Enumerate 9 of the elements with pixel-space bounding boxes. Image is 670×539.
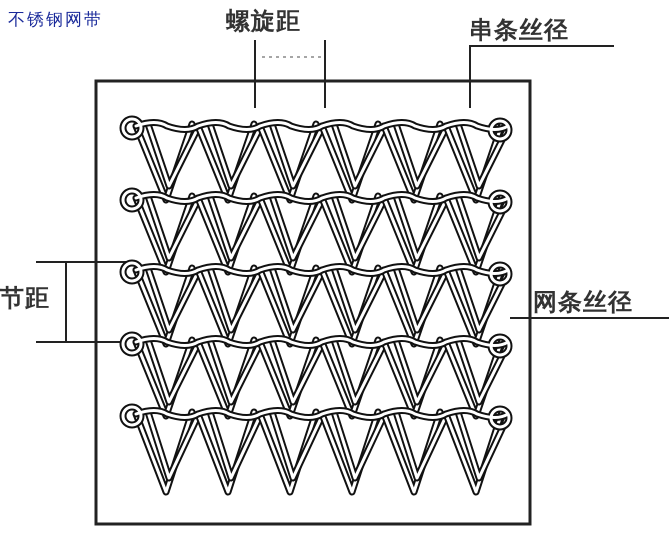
title: 不锈钢网带 bbox=[8, 9, 103, 31]
callout-label: 串条丝径 bbox=[469, 15, 614, 47]
leader-line bbox=[510, 317, 534, 319]
leader-line bbox=[254, 40, 256, 108]
callout-label: 网条丝径 bbox=[533, 287, 669, 319]
leader-line bbox=[324, 40, 326, 108]
leader-line bbox=[469, 45, 471, 108]
callout-label: 螺旋距 bbox=[226, 6, 338, 40]
dimension-label: 节距 bbox=[0, 283, 50, 313]
